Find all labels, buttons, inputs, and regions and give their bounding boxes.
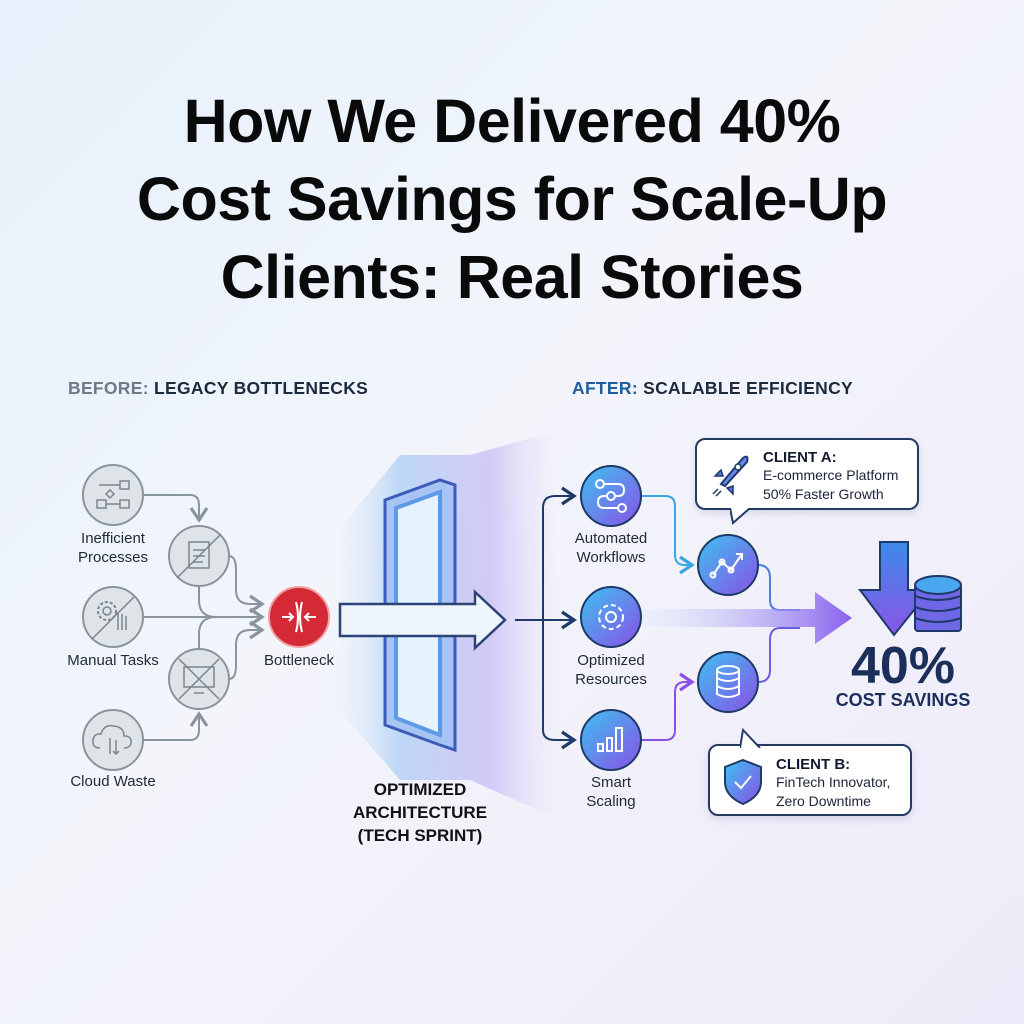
label-line: Resources — [575, 671, 647, 688]
savings-value: 40% — [850, 637, 956, 695]
title-line-1: How We Delivered 40% — [183, 87, 841, 155]
client-b-line: FinTech Innovator, — [776, 774, 891, 790]
client-a-callout: CLIENT A: E-commerce Platform 50% Faster… — [695, 438, 919, 525]
gear-hand-icon — [82, 586, 144, 648]
label-line: Workflows — [576, 549, 646, 566]
flowchart-icon — [82, 464, 144, 526]
center-line: ARCHITECTURE — [352, 803, 488, 822]
rocket-icon — [712, 455, 749, 497]
after-icons — [580, 465, 759, 771]
cloud-icon — [82, 709, 144, 771]
label-bottleneck: Bottleneck — [263, 652, 335, 669]
client-b-title: CLIENT B: — [776, 756, 851, 773]
shield-check-icon — [724, 758, 762, 806]
before-icons — [82, 464, 330, 771]
workflow-icon — [580, 465, 642, 527]
label-line: Optimized — [577, 652, 645, 669]
label-line: Smart — [590, 774, 631, 791]
monitor-crossed-icon — [168, 648, 230, 710]
label-line: Scaling — [586, 793, 636, 810]
client-a-text: CLIENT A: E-commerce Platform 50% Faster… — [763, 449, 898, 504]
client-a-line: 50% Faster Growth — [763, 486, 884, 502]
after-connectors — [515, 486, 577, 750]
label-manual-tasks: Manual Tasks — [67, 652, 159, 669]
label-line: Processes — [77, 549, 149, 566]
before-label: LEGACY BOTTLENECKS — [154, 378, 369, 398]
label-line: Automated — [574, 530, 648, 547]
before-heading: BEFORE: LEGACY BOTTLENECKS — [68, 378, 368, 399]
bar-chart-icon — [580, 709, 642, 771]
after-prefix: AFTER: — [572, 378, 638, 398]
title-line-3: Clients: Real Stories — [220, 243, 804, 311]
transformation-arrow — [338, 589, 507, 651]
client-b-text: CLIENT B: FinTech Innovator, Zero Downti… — [776, 756, 890, 811]
savings-arrow — [641, 592, 852, 644]
document-crossed-icon — [168, 525, 230, 587]
label-line: Inefficient — [81, 530, 145, 547]
callout-tail — [730, 508, 751, 525]
coins-icon — [914, 575, 962, 632]
bottleneck-icon — [268, 586, 330, 648]
growth-trend-icon — [697, 534, 759, 596]
cost-down-icon — [857, 541, 962, 637]
title-line-2: Cost Savings for Scale-Up — [136, 165, 888, 233]
before-prefix: BEFORE: — [68, 378, 149, 398]
client-a-line: E-commerce Platform — [763, 467, 899, 483]
flow-lines — [641, 495, 800, 741]
page-title: How We Delivered 40% Cost Savings for Sc… — [0, 82, 1024, 316]
after-label: SCALABLE EFFICIENCY — [643, 378, 854, 398]
center-line: OPTIMIZED — [373, 780, 467, 799]
client-a-title: CLIENT A: — [763, 449, 837, 466]
savings-label: COST SAVINGS — [835, 690, 971, 710]
client-b-line: Zero Downtime — [776, 793, 871, 809]
client-b-callout: CLIENT B: FinTech Innovator, Zero Downti… — [708, 728, 912, 816]
before-connectors — [143, 494, 265, 741]
center-label: OPTIMIZED ARCHITECTURE (TECH SPRINT) — [330, 778, 510, 847]
database-icon — [697, 651, 759, 713]
gear-icon — [580, 586, 642, 648]
center-line: (TECH SPRINT) — [357, 826, 483, 845]
after-heading: AFTER: SCALABLE EFFICIENCY — [572, 378, 853, 399]
callout-tail — [740, 728, 761, 748]
label-cloud-waste: Cloud Waste — [70, 773, 156, 790]
